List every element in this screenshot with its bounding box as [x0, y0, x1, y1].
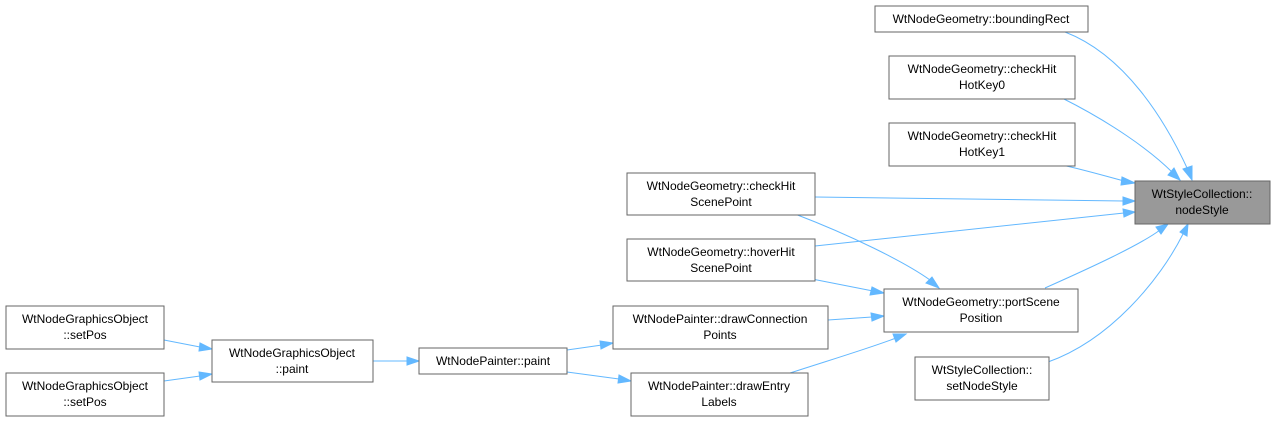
node-check-hit-hotkey0[interactable]: WtNodeGeometry::checkHit HotKey0 — [888, 55, 1076, 100]
node-label-line-2: Position — [960, 311, 1003, 325]
edge-hotkey1-to-node-style — [1061, 164, 1125, 182]
node-port-scene-position[interactable]: WtNodeGeometry::portScene Position — [883, 288, 1079, 333]
edge-set-node-style-to-node-style — [1047, 233, 1184, 363]
edge-painter-paint-to-draw-connection-points — [566, 344, 603, 351]
arrowhead — [1167, 167, 1182, 181]
node-label-line-2: ScenePoint — [690, 261, 752, 275]
edge-hover-hit-scene-point-to-port-scene-position — [811, 278, 874, 292]
node-label-line-2: ::setPos — [63, 395, 106, 409]
node-label-line-1: WtStyleCollection:: — [1152, 187, 1253, 201]
node-label-line-1: WtNodeGeometry::checkHit — [908, 129, 1057, 143]
node-label-line-1: WtNodeGeometry::checkHit — [908, 62, 1057, 76]
arrowhead — [925, 276, 941, 290]
arrowhead — [599, 340, 615, 350]
node-label-line-2: nodeStyle — [1175, 203, 1229, 217]
node-draw-entry-labels[interactable]: WtNodePainter::drawEntry Labels — [630, 372, 809, 417]
arrowhead — [1120, 176, 1137, 186]
node-label-line-1: WtNodeGraphicsObject — [22, 379, 149, 393]
node-bounding-rect[interactable]: WtNodeGeometry::boundingRect — [874, 5, 1089, 33]
arrowhead — [1182, 165, 1193, 182]
node-label-line-2: ::setPos — [63, 328, 106, 342]
arrowhead — [406, 356, 421, 366]
node-set-node-style[interactable]: WtStyleCollection:: setNodeStyle — [914, 356, 1050, 401]
arrowhead — [617, 374, 633, 384]
node-graphics-object-paint[interactable]: WtNodeGraphicsObject ::paint — [211, 339, 374, 383]
arrowhead — [1122, 208, 1137, 218]
node-label-line-1: WtNodeGraphicsObject — [22, 312, 149, 326]
edge-hover-hit-scene-point-to-node-style — [814, 212, 1125, 247]
node-label-line-2: ::paint — [276, 362, 309, 376]
node-hover-hit-scene-point[interactable]: WtNodeGeometry::hoverHit ScenePoint — [626, 238, 816, 282]
node-label-line-1: WtNodeGeometry::boundingRect — [893, 12, 1070, 26]
node-check-hit-scene-point[interactable]: WtNodeGeometry::checkHit ScenePoint — [626, 172, 816, 216]
node-label-line-2: HotKey0 — [959, 78, 1005, 92]
edge-setpos-2-to-graphics-paint — [163, 375, 201, 382]
edge-port-scene-position-to-node-style — [1044, 229, 1161, 289]
node-label-line-1: WtNodePainter::drawConnection — [633, 312, 808, 326]
arrowhead — [869, 286, 886, 296]
node-label-line-2: Labels — [701, 395, 736, 409]
node-label-line-1: WtNodeGraphicsObject — [229, 346, 356, 360]
node-label-line-1: WtNodeGeometry::portScene — [902, 295, 1060, 309]
arrowhead — [1122, 196, 1137, 206]
node-label-line-1: WtNodeGeometry::checkHit — [647, 179, 796, 193]
edge-draw-entry-labels-to-port-scene-position — [789, 337, 897, 374]
edges — [163, 31, 1193, 384]
edge-bounding-rect-to-node-style — [1064, 31, 1189, 171]
edge-painter-paint-to-draw-entry-labels — [566, 371, 620, 380]
edge-draw-connection-points-to-port-scene-position — [827, 316, 873, 321]
edge-hotkey0-to-node-style — [1061, 97, 1173, 173]
edge-check-hit-scene-point-to-node-style — [814, 196, 1125, 202]
node-label-line-2: HotKey1 — [959, 145, 1005, 159]
node-label-line-2: Points — [703, 328, 736, 342]
arrowhead — [1155, 223, 1170, 235]
node-label-line-1: WtNodeGeometry::hoverHit — [647, 245, 795, 259]
arrowhead — [198, 342, 214, 352]
node-label-line-1: WtNodePainter::paint — [436, 354, 551, 368]
arrowhead — [1179, 222, 1189, 237]
arrowhead — [892, 333, 908, 343]
arrowhead — [198, 371, 214, 381]
node-node-style[interactable]: WtStyleCollection:: nodeStyle — [1134, 180, 1271, 225]
arrowhead — [870, 312, 886, 322]
node-label-line-2: ScenePoint — [690, 195, 752, 209]
node-label-line-2: setNodeStyle — [946, 379, 1018, 393]
node-painter-paint[interactable]: WtNodePainter::paint — [418, 347, 568, 375]
edge-check-hit-scene-point-to-port-scene-position — [794, 213, 931, 281]
edge-setpos-1-to-graphics-paint — [163, 339, 201, 348]
node-label-line-1: WtStyleCollection:: — [932, 363, 1033, 377]
node-check-hit-hotkey1[interactable]: WtNodeGeometry::checkHit HotKey1 — [888, 122, 1076, 167]
node-label-line-1: WtNodePainter::drawEntry — [648, 379, 790, 393]
node-graphics-object-setpos-1[interactable]: WtNodeGraphicsObject ::setPos — [5, 305, 165, 350]
node-graphics-object-setpos-2[interactable]: WtNodeGraphicsObject ::setPos — [5, 372, 165, 417]
node-draw-connection-points[interactable]: WtNodePainter::drawConnection Points — [612, 305, 829, 350]
